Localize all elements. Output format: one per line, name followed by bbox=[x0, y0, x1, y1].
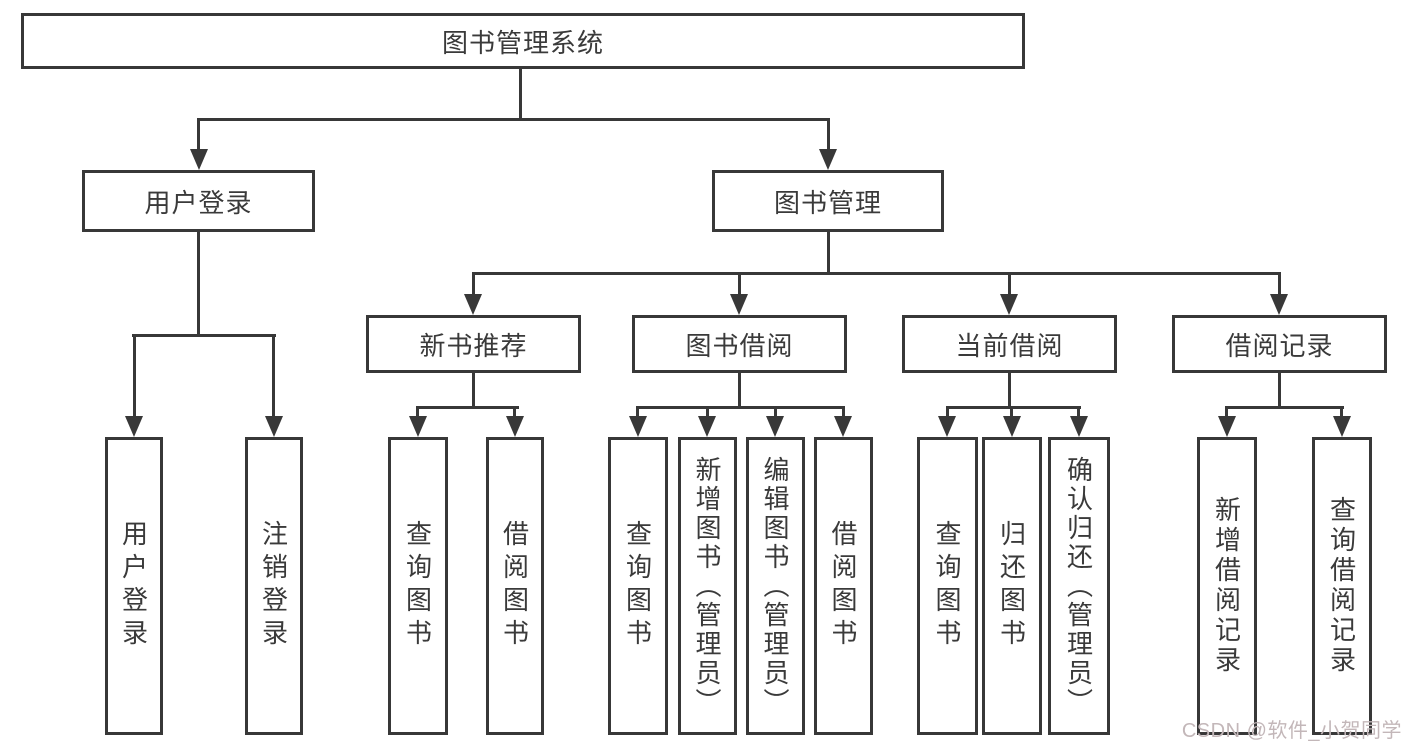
connector bbox=[133, 337, 136, 417]
leaf-user-login: 用户登录 bbox=[105, 437, 163, 735]
node-book-management: 图书管理 bbox=[712, 170, 944, 232]
connector bbox=[472, 272, 1281, 275]
leaf-add-borrow-record: 新增借阅记录 bbox=[1197, 437, 1257, 735]
leaf-add-book-admin: 新增图书（管理员） bbox=[678, 437, 737, 735]
connector bbox=[738, 373, 741, 406]
connector bbox=[946, 409, 949, 418]
connector bbox=[1278, 373, 1281, 406]
connector bbox=[1008, 373, 1011, 406]
connector bbox=[416, 406, 519, 409]
arrow-down-icon bbox=[125, 416, 143, 437]
node-borrowing-records: 借阅记录 bbox=[1172, 315, 1387, 373]
arrow-down-icon bbox=[629, 416, 647, 437]
arrow-down-icon bbox=[190, 149, 208, 170]
arrow-down-icon bbox=[834, 416, 852, 437]
watermark: CSDN @软件_小贺同学 bbox=[1181, 720, 1402, 742]
connector bbox=[1340, 409, 1343, 418]
arrow-down-icon bbox=[766, 416, 784, 437]
connector bbox=[827, 121, 830, 151]
arrow-down-icon bbox=[1333, 416, 1351, 437]
connector bbox=[827, 232, 830, 272]
connector bbox=[1077, 409, 1080, 418]
connector bbox=[197, 121, 200, 151]
connector bbox=[272, 337, 275, 417]
connector bbox=[1225, 409, 1228, 418]
arrow-down-icon bbox=[464, 294, 482, 315]
node-new-book-recommend: 新书推荐 bbox=[366, 315, 581, 373]
connector bbox=[774, 409, 777, 418]
node-root: 图书管理系统 bbox=[21, 13, 1025, 69]
connector bbox=[513, 409, 516, 418]
connector bbox=[842, 409, 845, 418]
node-user-login: 用户登录 bbox=[82, 170, 315, 232]
node-current-borrowing: 当前借阅 bbox=[902, 315, 1117, 373]
connector bbox=[738, 275, 741, 295]
arrow-down-icon bbox=[1000, 294, 1018, 315]
leaf-borrow-books-borrowing: 借阅图书 bbox=[814, 437, 873, 735]
leaf-edit-book-admin: 编辑图书（管理员） bbox=[746, 437, 805, 735]
connector bbox=[197, 232, 200, 334]
connector bbox=[1008, 275, 1011, 295]
connector bbox=[1225, 406, 1344, 409]
arrow-down-icon bbox=[1070, 416, 1088, 437]
arrow-down-icon bbox=[819, 149, 837, 170]
connector bbox=[416, 409, 419, 418]
connector bbox=[1010, 409, 1013, 418]
leaf-return-books: 归还图书 bbox=[982, 437, 1042, 735]
connector bbox=[636, 406, 845, 409]
connector bbox=[1278, 275, 1281, 295]
connector bbox=[197, 118, 830, 121]
leaf-borrow-books-recommend: 借阅图书 bbox=[486, 437, 544, 735]
leaf-query-borrow-record: 查询借阅记录 bbox=[1312, 437, 1372, 735]
arrow-down-icon bbox=[938, 416, 956, 437]
connector bbox=[946, 406, 1081, 409]
connector bbox=[706, 409, 709, 418]
connector bbox=[636, 409, 639, 418]
arrow-down-icon bbox=[1270, 294, 1288, 315]
leaf-confirm-return-admin: 确认归还（管理员） bbox=[1048, 437, 1110, 735]
connector bbox=[472, 373, 475, 406]
leaf-query-books-borrowing: 查询图书 bbox=[608, 437, 668, 735]
arrow-down-icon bbox=[265, 416, 283, 437]
connector bbox=[472, 275, 475, 295]
arrow-down-icon bbox=[409, 416, 427, 437]
connector bbox=[519, 66, 522, 119]
node-book-borrowing: 图书借阅 bbox=[632, 315, 847, 373]
connector bbox=[132, 334, 276, 337]
arrow-down-icon bbox=[506, 416, 524, 437]
arrow-down-icon bbox=[730, 294, 748, 315]
arrow-down-icon bbox=[1218, 416, 1236, 437]
arrow-down-icon bbox=[1003, 416, 1021, 437]
leaf-query-books-recommend: 查询图书 bbox=[388, 437, 448, 735]
arrow-down-icon bbox=[698, 416, 716, 437]
leaf-query-books-current: 查询图书 bbox=[917, 437, 978, 735]
leaf-logout: 注销登录 bbox=[245, 437, 303, 735]
